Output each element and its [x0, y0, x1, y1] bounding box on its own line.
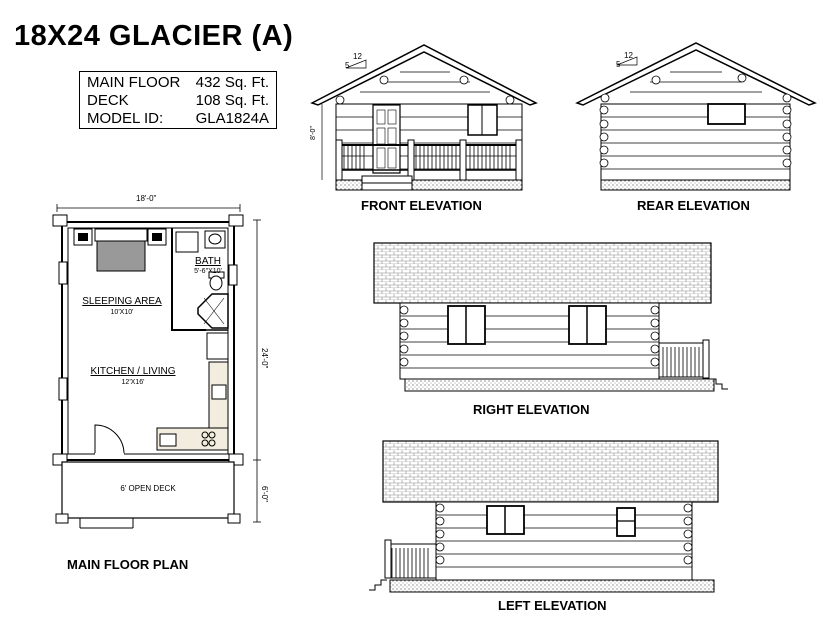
right-elevation	[373, 242, 728, 392]
kitchen-living-size: 12'X16'	[122, 379, 145, 386]
info-row-main-floor: MAIN FLOOR 432 Sq. Ft.	[87, 74, 269, 92]
right-elevation-caption: RIGHT ELEVATION	[473, 402, 590, 417]
info-label: MODEL ID:	[87, 110, 164, 127]
height-dimension: 24'-0"	[260, 348, 269, 369]
front-pitch-rise: 5	[345, 61, 350, 70]
page-title: 18X24 GLACIER (A)	[14, 20, 294, 52]
front-pitch-run: 12	[353, 52, 362, 61]
info-row-deck: DECK 108 Sq. Ft.	[87, 92, 269, 110]
deck-dimension: 6'-0"	[260, 486, 269, 502]
floor-plan-caption: MAIN FLOOR PLAN	[67, 557, 189, 572]
kitchen-living-label: KITCHEN / LIVING	[90, 366, 175, 377]
bath-label: BATH	[195, 256, 221, 267]
left-elevation	[369, 440, 719, 593]
floor-plan: 18'-0" 24'-0" 6'-0"	[52, 194, 269, 529]
info-value: 108 Sq. Ft.	[195, 92, 269, 109]
info-label: DECK	[87, 92, 129, 109]
width-dimension: 18'-0"	[136, 194, 157, 203]
rear-elevation: 12 5	[575, 42, 817, 191]
left-elevation-caption: LEFT ELEVATION	[498, 598, 607, 613]
deck-label: 6' OPEN DECK	[120, 484, 176, 493]
front-elevation-caption: FRONT ELEVATION	[361, 198, 482, 213]
rear-pitch-rise: 5	[616, 60, 621, 69]
info-value: GLA1824A	[195, 110, 269, 127]
info-value: 432 Sq. Ft.	[195, 74, 269, 91]
info-box: MAIN FLOOR 432 Sq. Ft. DECK 108 Sq. Ft. …	[79, 71, 277, 129]
wall-height-dimension: 8'-0"	[310, 126, 317, 140]
front-elevation: 8'-0" 12 5	[310, 44, 538, 191]
sleeping-area-label: SLEEPING AREA	[82, 296, 162, 307]
sleeping-area-size: 10'X10'	[111, 309, 134, 316]
bath-size: 5'-6"X10'	[194, 268, 222, 275]
info-row-model-id: MODEL ID: GLA1824A	[87, 110, 269, 128]
rear-pitch-run: 12	[624, 51, 633, 60]
info-label: MAIN FLOOR	[87, 74, 181, 91]
rear-elevation-caption: REAR ELEVATION	[637, 198, 750, 213]
